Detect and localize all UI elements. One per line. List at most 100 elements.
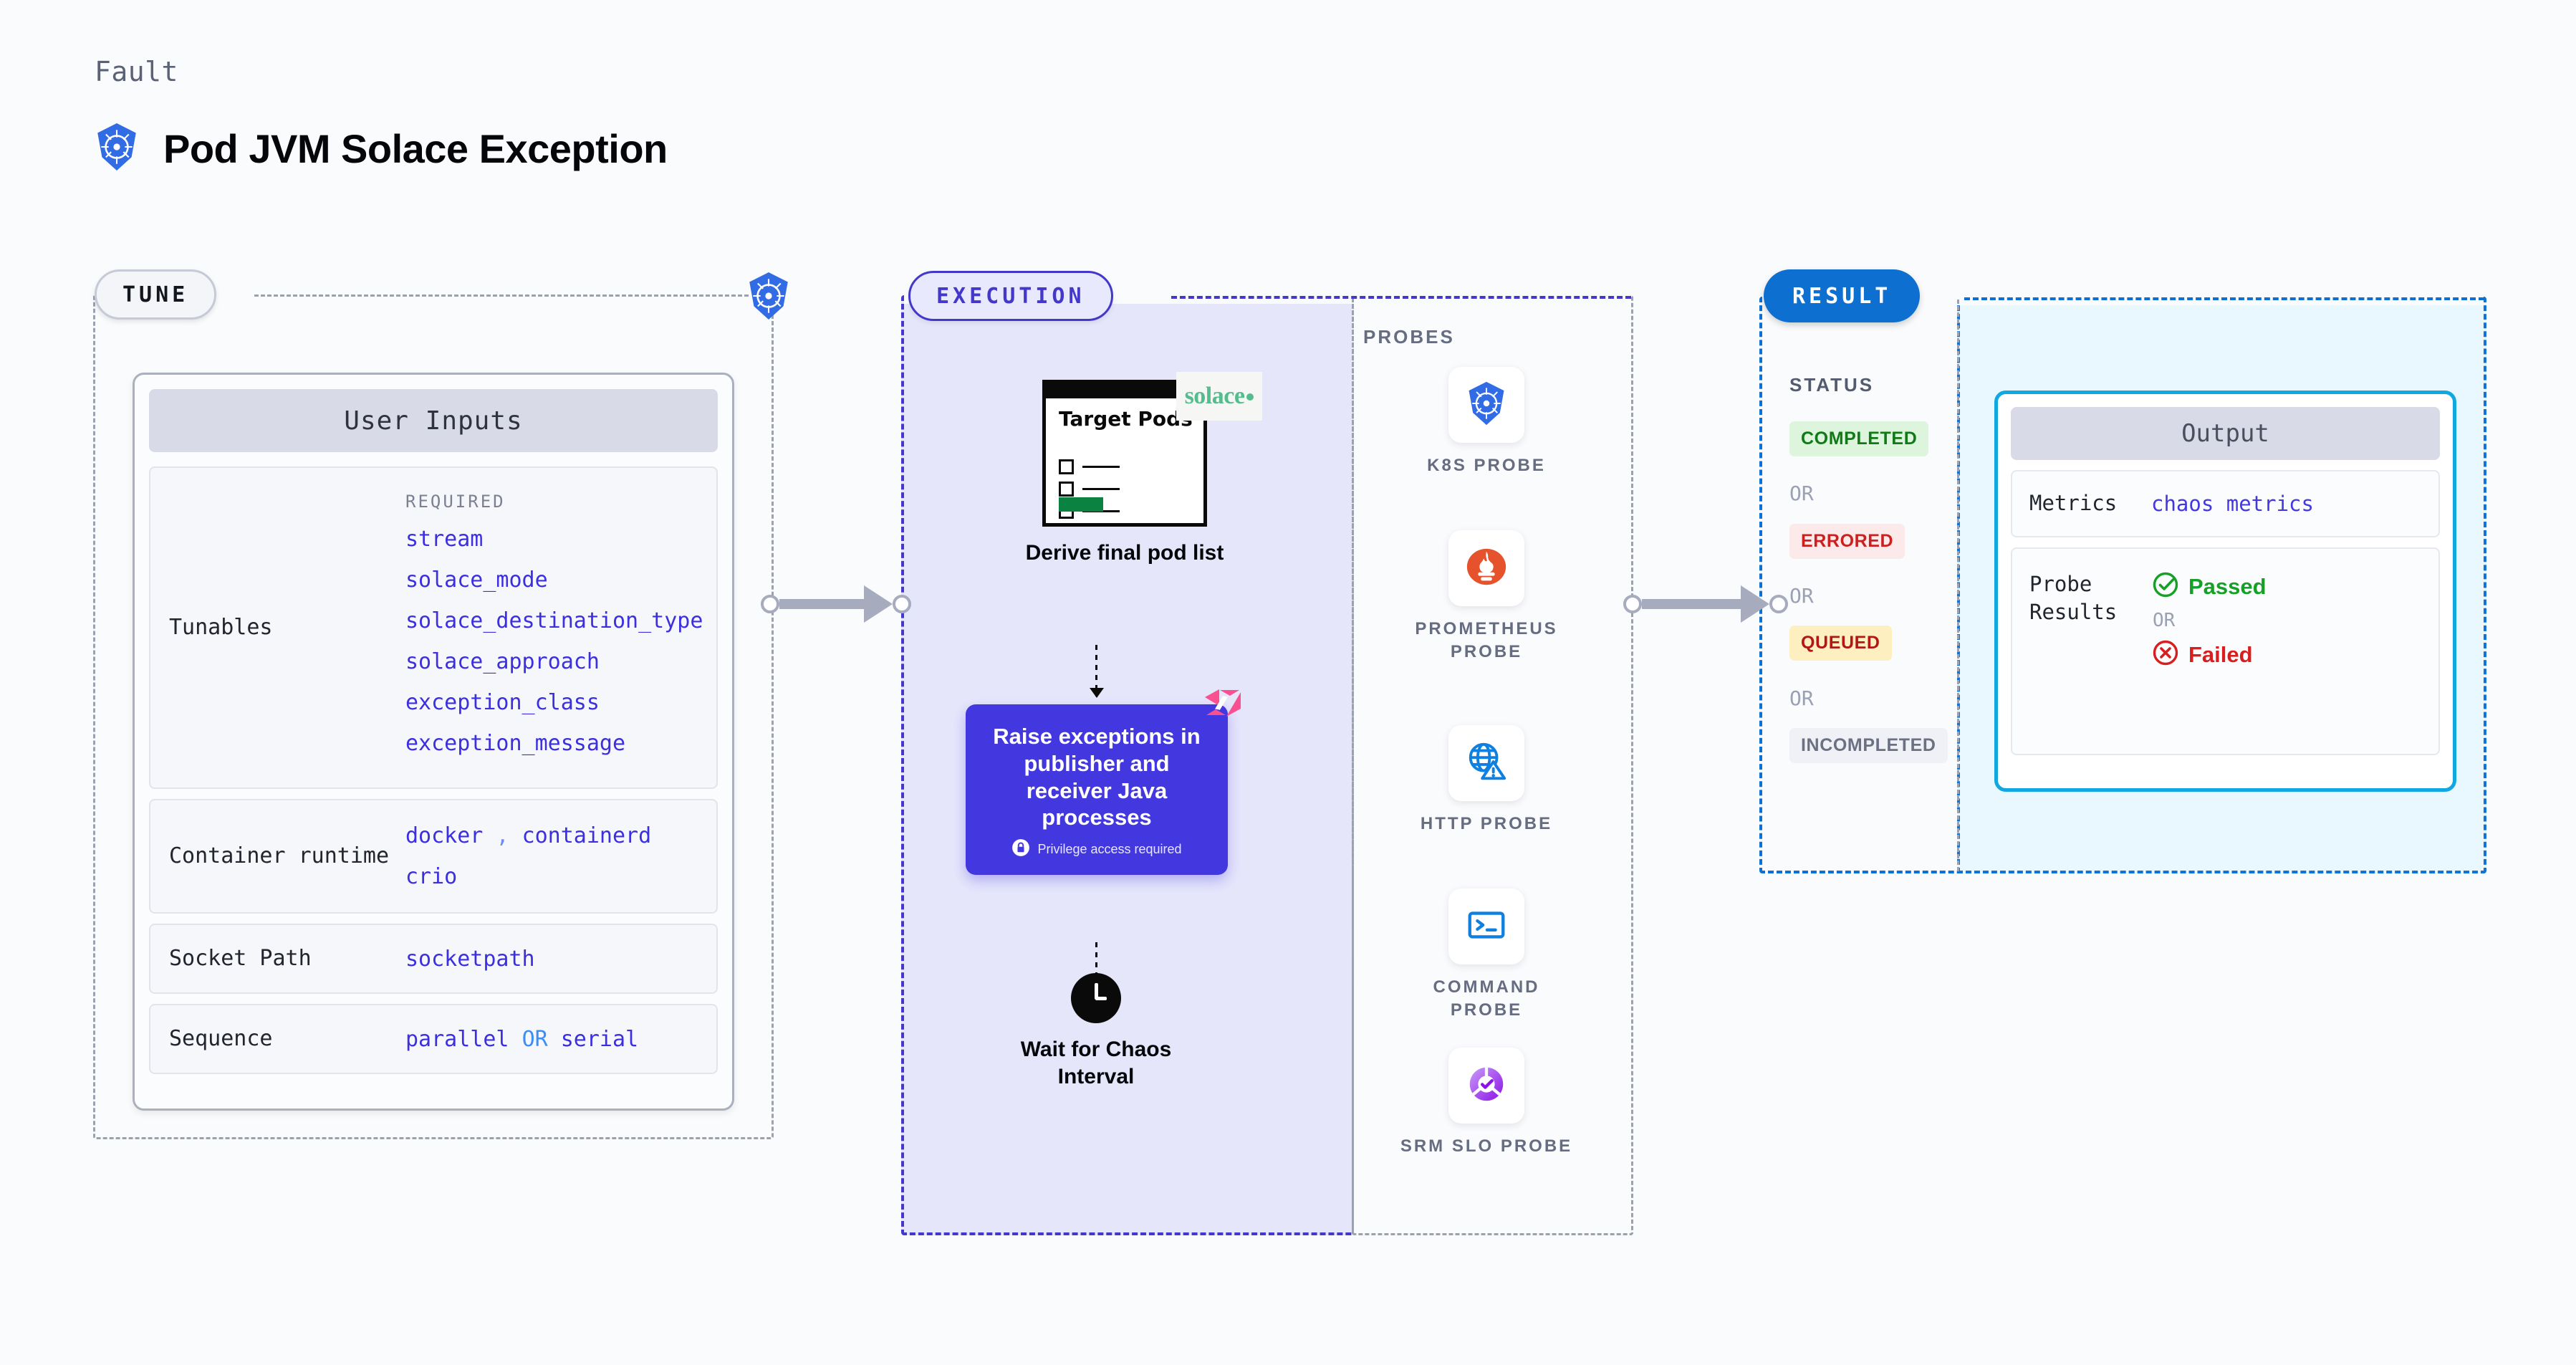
check-circle-icon xyxy=(2151,570,2180,603)
probe-tile xyxy=(1448,889,1524,964)
status-or: OR xyxy=(1789,482,1814,505)
status-badge-errored: ERRORED xyxy=(1789,524,1905,559)
probe-tile xyxy=(1448,725,1524,801)
result-top-dash xyxy=(1964,297,2484,300)
connector-arrowhead xyxy=(864,585,893,623)
probe-label: K8S PROBE xyxy=(1427,456,1546,475)
output-card: Output Metrics chaos metrics Probe Resul… xyxy=(1994,391,2456,792)
status-badge-completed: COMPLETED xyxy=(1789,421,1929,456)
probe-results-row: Probe Results Passed OR xyxy=(2011,547,2440,755)
tunable-value[interactable]: exception_message xyxy=(405,731,626,756)
connector-execution-to-result xyxy=(1623,585,1788,623)
runtime-value[interactable]: crio xyxy=(405,864,458,889)
sequence-label: Sequence xyxy=(169,1025,273,1051)
sequence-value[interactable]: serial xyxy=(560,1026,639,1052)
derive-pods-caption: Derive final pod list xyxy=(1025,541,1224,565)
tunable-value[interactable]: solace_destination_type xyxy=(405,608,703,633)
pod-line xyxy=(1082,466,1120,468)
user-inputs-card: User Inputs Tunables REQUIRED stream sol… xyxy=(133,373,734,1111)
arrow-pods-to-action xyxy=(1090,645,1104,698)
probe-prometheus[interactable]: PROMETHEUS PROBE xyxy=(1397,530,1576,664)
litmus-icon xyxy=(1202,686,1244,729)
wait-interval-node: Wait for Chaos Interval xyxy=(1003,973,1189,1091)
pod-checkbox[interactable] xyxy=(1059,459,1074,474)
sequence-row: Sequence parallel OR serial xyxy=(149,1004,718,1074)
target-pods-card: Target Pods solace xyxy=(1042,372,1262,527)
execution-pill[interactable]: EXECUTION xyxy=(908,271,1113,321)
probe-result-passed: Passed xyxy=(2151,570,2267,603)
probes-divider xyxy=(1352,298,1354,1234)
connector-bar xyxy=(1642,599,1742,609)
privilege-note: Privilege access required xyxy=(1011,838,1182,861)
terminal-icon xyxy=(1464,903,1509,951)
sequence-value[interactable]: parallel xyxy=(405,1026,509,1052)
derive-pods-node: Target Pods solace Derive final pod list xyxy=(1010,372,1262,567)
raise-exceptions-caption: Raise exceptions in publisher and receiv… xyxy=(993,724,1201,830)
status-or: OR xyxy=(1789,686,1814,710)
required-caption: REQUIRED xyxy=(405,492,506,512)
probe-srm-slo[interactable]: SRM SLO PROBE xyxy=(1397,1048,1576,1158)
wait-interval-caption: Wait for Chaos Interval xyxy=(1020,1038,1172,1089)
connector-bar xyxy=(779,599,865,609)
socket-path-value[interactable]: socketpath xyxy=(405,946,535,972)
page-title-row: Pod JVM Solace Exception xyxy=(93,122,668,176)
tunable-value[interactable]: stream xyxy=(405,527,484,552)
probe-k8s[interactable]: K8S PROBE xyxy=(1397,367,1576,477)
container-runtime-row: Container runtime docker , containerd cr… xyxy=(149,799,718,914)
passed-label: Passed xyxy=(2188,573,2267,599)
fault-eyebrow: Fault xyxy=(95,56,178,87)
status-or: OR xyxy=(1789,584,1814,608)
raise-exceptions-box[interactable]: Raise exceptions in publisher and receiv… xyxy=(966,689,1241,876)
metrics-label: Metrics xyxy=(2029,491,2118,516)
connector-tune-to-execution xyxy=(761,585,911,623)
runtime-value[interactable]: containerd xyxy=(522,823,652,848)
pod-checkbox[interactable] xyxy=(1059,482,1074,497)
clock-icon xyxy=(1071,973,1121,1023)
probe-http[interactable]: HTTP PROBE xyxy=(1397,725,1576,835)
runtime-value[interactable]: docker xyxy=(405,823,484,848)
metrics-row: Metrics chaos metrics xyxy=(2011,470,2440,537)
status-caption: STATUS xyxy=(1789,374,1875,396)
tune-top-dash xyxy=(254,294,749,297)
execution-top-dash xyxy=(1171,296,1631,299)
metrics-value[interactable]: chaos metrics xyxy=(2151,492,2314,516)
tune-pill[interactable]: TUNE xyxy=(95,269,217,320)
status-badge-queued: QUEUED xyxy=(1789,626,1892,661)
probe-label: PROMETHEUS PROBE xyxy=(1415,619,1558,662)
pod-selected-bar xyxy=(1059,497,1103,512)
failed-label: Failed xyxy=(2188,641,2253,667)
raise-exceptions-node: Raise exceptions in publisher and receiv… xyxy=(966,689,1241,876)
privilege-text: Privilege access required xyxy=(1037,842,1182,857)
srm-slo-icon xyxy=(1464,1062,1509,1110)
x-circle-icon xyxy=(2151,638,2180,671)
probe-tile xyxy=(1448,530,1524,606)
kubernetes-icon xyxy=(1464,380,1509,430)
output-title: Output xyxy=(2011,407,2440,460)
probe-label: SRM SLO PROBE xyxy=(1400,1136,1573,1156)
connector-dot xyxy=(1769,595,1788,613)
tune-kubernetes-badge xyxy=(745,271,792,325)
tunable-value[interactable]: solace_mode xyxy=(405,567,548,593)
probe-label: HTTP PROBE xyxy=(1420,814,1553,833)
solace-logo: solace xyxy=(1176,372,1262,421)
tunables-row: Tunables REQUIRED stream solace_mode sol… xyxy=(149,466,718,789)
target-pods-title: Target Pods xyxy=(1059,407,1193,431)
page-title: Pod JVM Solace Exception xyxy=(163,126,668,171)
connector-dot xyxy=(1623,595,1642,613)
status-badge-incompleted: INCOMPLETED xyxy=(1789,728,1948,763)
result-pill[interactable]: RESULT xyxy=(1764,269,1921,322)
kubernetes-icon xyxy=(93,122,140,176)
tunable-value[interactable]: exception_class xyxy=(405,690,600,715)
tunable-value[interactable]: solace_approach xyxy=(405,649,600,674)
probe-tile xyxy=(1448,367,1524,443)
connector-dot xyxy=(761,595,779,613)
probe-results-label: Probe Results xyxy=(2029,572,2118,625)
lock-icon xyxy=(1011,838,1030,861)
tunables-label: Tunables xyxy=(169,614,273,640)
probes-label: PROBES xyxy=(1363,326,1455,348)
probe-command[interactable]: COMMAND PROBE xyxy=(1397,889,1576,1022)
prometheus-icon xyxy=(1464,545,1509,593)
probe-result-or: OR xyxy=(2153,610,2176,631)
probe-tile xyxy=(1448,1048,1524,1124)
globe-warning-icon xyxy=(1464,739,1509,787)
